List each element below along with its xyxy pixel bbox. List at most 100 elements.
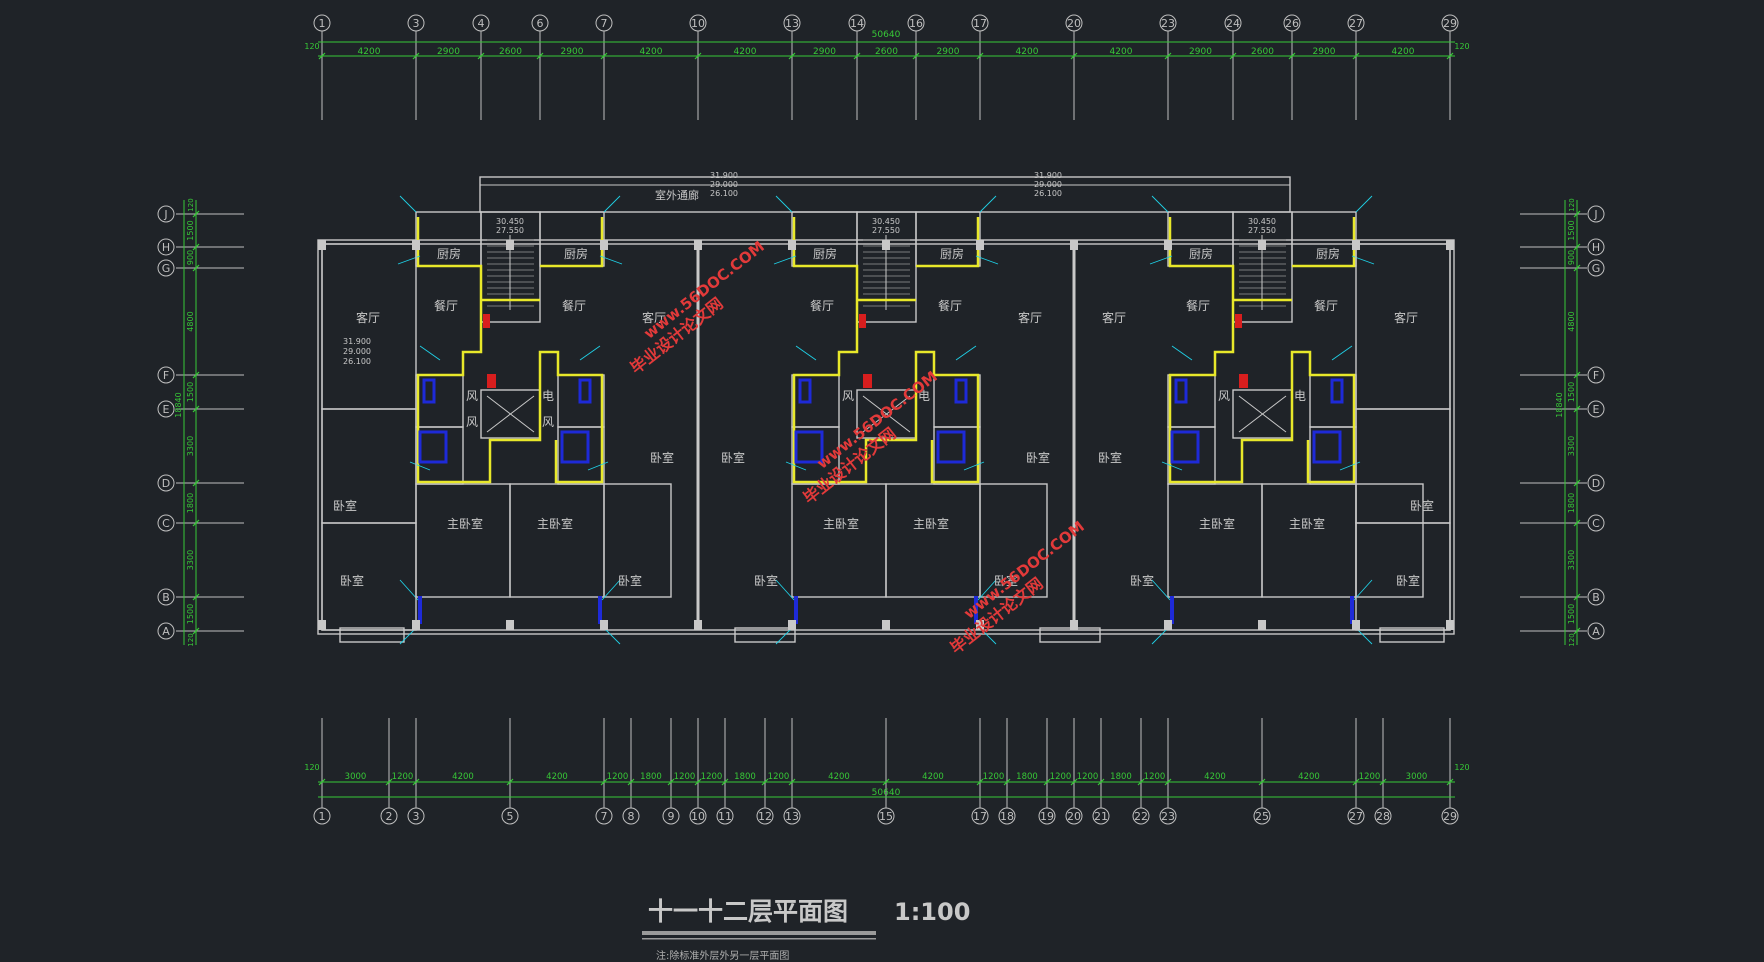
elevation-mark: 31.900: [343, 337, 371, 346]
column: [1164, 240, 1172, 250]
pipe-route: [416, 217, 604, 484]
annotation-leader: [977, 579, 997, 601]
drawing-note: 注:除标准外层外另一层平面图: [656, 949, 789, 962]
axis-label: 10: [691, 17, 705, 30]
axis-label: 9: [668, 810, 675, 823]
dim-text: 1200: [701, 772, 723, 782]
room-label: 风: [542, 415, 554, 429]
annotation-leader: [603, 195, 621, 213]
axis-label: 6: [537, 17, 544, 30]
axis-label: J: [163, 208, 167, 221]
room-label: 电: [542, 389, 554, 403]
balcony: [734, 627, 796, 643]
dim-tick: [1573, 627, 1581, 635]
dim-text: 2600: [875, 47, 898, 57]
column: [1258, 620, 1266, 630]
room-label: 卧室: [754, 573, 778, 588]
dim-text: 3300: [186, 550, 195, 570]
axis-label: 16: [909, 17, 923, 30]
axis-label: D: [162, 477, 170, 490]
axis-label: 1: [319, 17, 326, 30]
annotation-leader: [775, 579, 795, 601]
end-dim-text: 120: [1454, 763, 1469, 772]
room-label: 厨房: [1316, 246, 1340, 261]
overall-dim-text: 50640: [872, 30, 901, 40]
right-dimension-chain: JHGFEDCBA1500900480015003300180033001500…: [1520, 198, 1605, 647]
column: [788, 620, 796, 630]
column: [412, 240, 420, 250]
room-label: 厨房: [1189, 246, 1213, 261]
dim-tick: [536, 52, 544, 60]
axis-label: E: [163, 403, 170, 416]
building-plan: [317, 176, 1455, 645]
balcony: [1379, 627, 1445, 643]
dim-tick: [1379, 778, 1387, 786]
fire-hydrant: [1235, 314, 1242, 328]
annotation-leader: [785, 461, 807, 471]
room-label: 卧室: [1396, 573, 1420, 588]
bedroom: [321, 522, 417, 631]
dim-text: 2600: [499, 47, 522, 57]
sanitary-fixture: [936, 430, 966, 464]
column: [1446, 240, 1454, 250]
dim-tick: [412, 52, 420, 60]
axis-label: 29: [1443, 17, 1457, 30]
axis-label: F: [1593, 369, 1599, 382]
dim-text: 4200: [640, 47, 663, 57]
axis-label: 20: [1067, 17, 1081, 30]
annotation-leader: [775, 195, 793, 213]
dim-text: 1200: [674, 772, 696, 782]
sanitary-fixture: [578, 378, 592, 404]
axis-label: 19: [1040, 810, 1054, 823]
dim-text: 2900: [1189, 47, 1212, 57]
dim-text: 1200: [607, 772, 629, 782]
dim-tick: [667, 778, 675, 786]
axis-label: C: [1592, 517, 1600, 530]
room-label: 餐厅: [434, 298, 458, 313]
annotation-leader: [579, 345, 601, 361]
axis-bubble: [1587, 474, 1605, 492]
room-label: 厨房: [564, 246, 588, 261]
dim-text: 3000: [1406, 772, 1428, 782]
sanitary-fixture: [560, 430, 590, 464]
dim-text: 4200: [452, 772, 474, 782]
annotation-leader: [1149, 255, 1173, 265]
annotation-leader: [1171, 345, 1193, 361]
annotation-leader: [1151, 195, 1169, 213]
room-label: 客厅: [1102, 310, 1126, 325]
column: [506, 240, 514, 250]
axis-bubble: [157, 622, 175, 640]
elevation-mark: 30.450: [1248, 217, 1276, 226]
axis-bubble: [1587, 588, 1605, 606]
room-label: 主卧室: [537, 516, 573, 531]
dim-text: 2900: [561, 47, 584, 57]
riser-pipe: [598, 596, 602, 624]
dim-tick: [853, 52, 861, 60]
dim-tick: [788, 778, 796, 786]
annotation-leader: [1353, 579, 1373, 601]
room-label: 厨房: [437, 246, 461, 261]
annotation-leader: [601, 579, 621, 601]
dim-tick: [1446, 52, 1454, 60]
room-label: 卧室: [1026, 450, 1050, 465]
dim-text: 900: [186, 250, 195, 265]
elevation-mark: 29.000: [343, 347, 371, 356]
room-label: 卧室: [1130, 573, 1154, 588]
room-label: 主卧室: [913, 516, 949, 531]
dim-text: 1500: [186, 604, 195, 624]
axis-label: 24: [1226, 17, 1240, 30]
dim-text: 4200: [922, 772, 944, 782]
annotation-leader: [587, 461, 609, 471]
dim-text: 1200: [1144, 772, 1166, 782]
room-label: 卧室: [721, 450, 745, 465]
room-label: 电: [1294, 389, 1306, 403]
axis-label: 15: [879, 810, 893, 823]
riser-pipe: [1350, 596, 1354, 624]
elevation-mark: 29.000: [1034, 180, 1062, 189]
axis-label: F: [163, 369, 169, 382]
elevation-mark: 26.100: [710, 189, 738, 198]
annotation-leader: [795, 345, 817, 361]
room-label: 风: [466, 415, 478, 429]
